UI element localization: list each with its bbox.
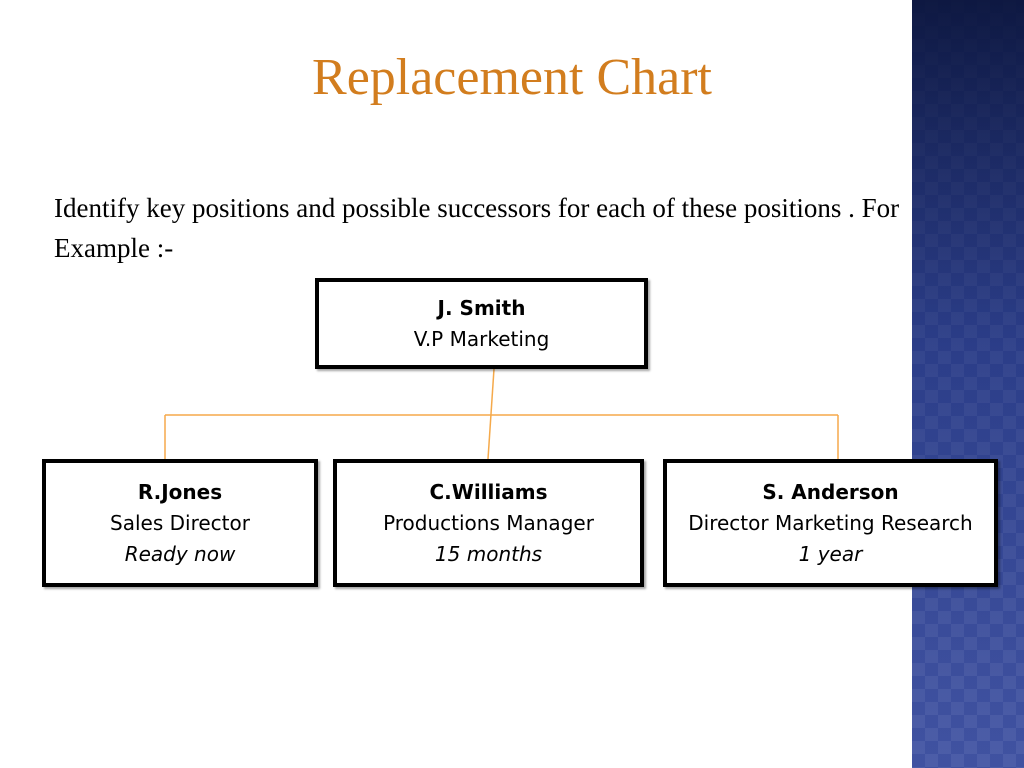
successor-name: R.Jones [137, 479, 223, 504]
successor-name: S. Anderson [762, 479, 899, 504]
connector-root-stem [487, 368, 495, 460]
successor-role: Director Marketing Research [688, 510, 973, 535]
position-title: V.P Marketing [413, 326, 550, 351]
successor-role: Sales Director [110, 510, 250, 535]
successor-box-1: R.Jones Sales Director Ready now [42, 459, 318, 587]
successor-name: C.Williams [429, 479, 548, 504]
decorative-side-band [912, 0, 1024, 768]
successor-readiness: 15 months [434, 541, 543, 566]
successor-box-3: S. Anderson Director Marketing Research … [663, 459, 998, 587]
successor-box-2: C.Williams Productions Manager 15 months [333, 459, 644, 587]
position-box-vp-marketing: J. Smith V.P Marketing [315, 278, 648, 369]
successor-readiness: Ready now [124, 541, 236, 566]
slide-title: Replacement Chart [312, 49, 712, 106]
successor-readiness: 1 year [798, 541, 863, 566]
position-holder-name: J. Smith [437, 295, 526, 320]
intro-text: Identify key positions and possible succ… [54, 193, 900, 263]
successor-role: Productions Manager [383, 510, 594, 535]
